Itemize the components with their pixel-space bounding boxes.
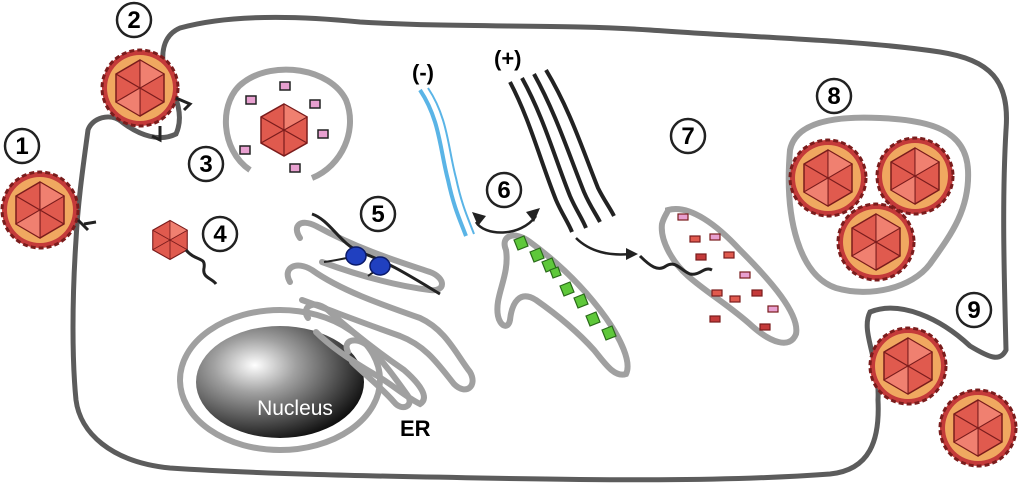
assembly-arrowhead [626,248,638,260]
receptor-1 [76,218,97,232]
step-3-number: 3 [199,151,212,178]
er-label: ER [400,416,431,441]
plus-strand-label: (+) [494,46,522,71]
uncoating-capsid-4 [152,219,188,261]
minus-strand-label: (-) [412,60,434,85]
released-virion-9b [938,388,1018,468]
step-4-number: 4 [213,221,227,248]
minus-strand-rna-b [427,87,475,235]
assembly-compartment [658,206,800,346]
progeny-virion-8c [836,202,916,282]
cell-membrane [70,14,1009,483]
step-9-number: 9 [967,297,980,324]
endosome-proteins [239,81,329,173]
released-genome-4 [184,248,218,285]
endosome-3 [222,66,353,181]
receptor-2a [175,96,193,112]
ribosomes [345,246,391,276]
releasing-virion-9a [868,326,948,406]
assembly-arrow [575,237,631,256]
replication-complexes [513,235,617,341]
replication-arrowhead-left [472,212,486,226]
endocytosed-virion-3 [260,103,308,157]
step-6-number: 6 [497,177,510,204]
progeny-virion-8b [875,136,955,216]
step-2-number: 2 [127,7,140,34]
receptor-2b [151,126,162,143]
step-8-number: 8 [827,83,840,110]
progeny-vesicle [785,114,972,295]
replication-arrow [474,215,538,234]
binding-virion-2 [100,48,180,128]
extracellular-virion-1 [0,170,80,250]
step-1-number: 1 [15,133,28,160]
step-markers [3,1,993,329]
replication-membrane [494,232,631,378]
minus-strand-rna [418,88,468,237]
progeny-virion-8a [788,138,868,218]
nucleus-label: Nucleus [257,397,333,420]
nucleus [196,326,364,438]
assembling-capsid-proteins [677,213,779,331]
replication-arrowhead-right [526,208,540,222]
step-5-number: 5 [371,201,384,228]
assembly-rna [638,254,713,276]
step-7-number: 7 [681,123,694,150]
endoplasmic-reticulum [284,219,476,411]
plus-strand-rnas [508,68,616,233]
